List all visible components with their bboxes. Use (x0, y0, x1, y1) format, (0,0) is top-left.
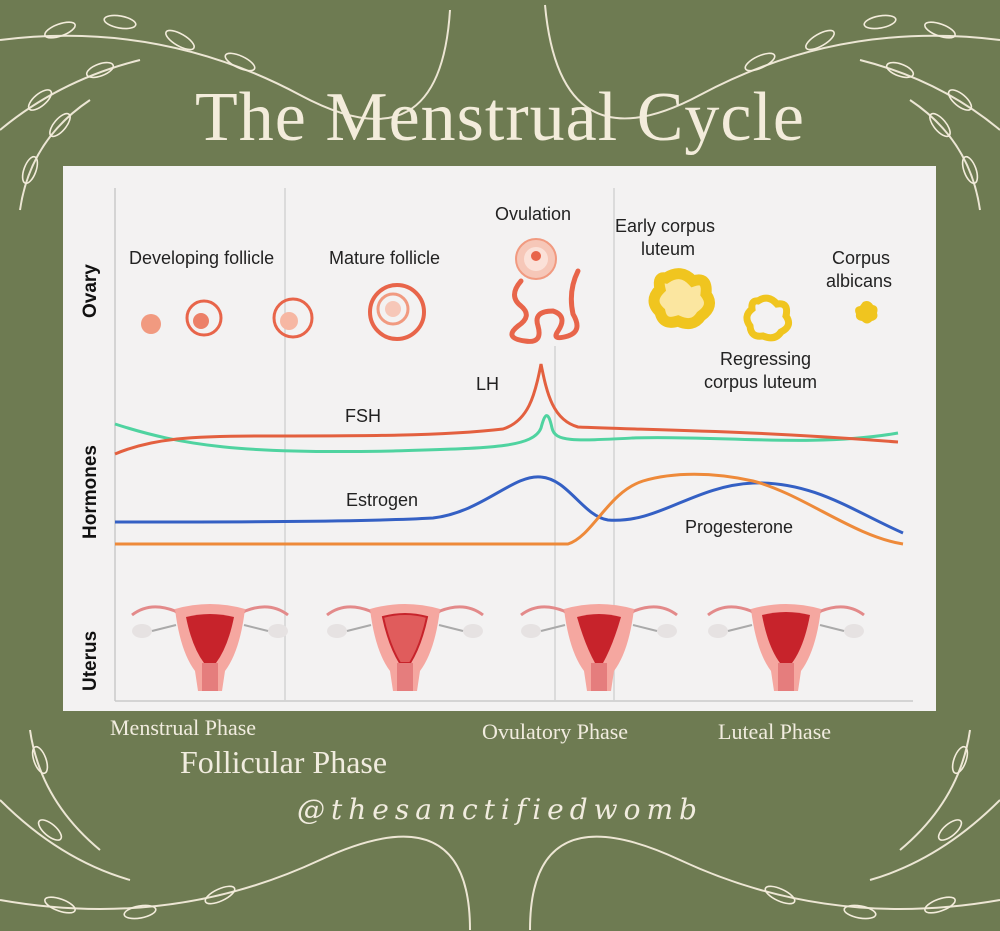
uterus-luteal (707, 604, 865, 691)
ovulation-label: Ovulation (495, 204, 571, 224)
uterus-sequence (131, 604, 865, 691)
vine-top-right (544, 4, 1000, 120)
vine-bottom-left (0, 835, 471, 931)
follicle-sequence (141, 283, 426, 341)
follicular-phase-label: Follicular Phase (180, 744, 388, 780)
lh-label: LH (476, 374, 499, 394)
page-title: The Menstrual Cycle (195, 79, 805, 156)
regressing-label-line2: corpus luteum (704, 372, 817, 392)
corpus-albicans-label-line2: albicans (826, 271, 892, 291)
corpus-albicans-label-line1: Corpus (832, 248, 890, 268)
ovary-row-label: Ovary (80, 264, 101, 318)
uterus-follicular (326, 604, 484, 691)
diagram-panel: Ovary Hormones Uterus Developing follicl… (63, 166, 936, 711)
early-corpus-label-line1: Early corpus (615, 216, 715, 236)
developing-follicle-label: Developing follicle (129, 248, 274, 268)
social-handle: @thesanctifiedwomb (297, 793, 703, 826)
uterus-menstrual (131, 604, 289, 691)
menstrual-phase-label: Menstrual Phase (110, 715, 257, 740)
uterus-ovulatory (520, 604, 678, 691)
regressing-corpus-luteum (743, 294, 793, 342)
ovulatory-phase-label: Ovulatory Phase (482, 719, 629, 744)
secondary-follicle (272, 297, 314, 339)
mature-follicle-label: Mature follicle (329, 248, 440, 268)
vine-bottom-right (529, 835, 1000, 931)
corpus-albicans (855, 301, 878, 324)
progesterone-label: Progesterone (685, 517, 793, 537)
growing-follicle (185, 299, 223, 337)
cycle-diagram: Ovary Hormones Uterus Developing follicl… (80, 188, 913, 702)
progesterone-curve (115, 472, 904, 546)
lh-curve (114, 363, 899, 456)
luteal-phase-label: Luteal Phase (718, 719, 832, 744)
fsh-curve (114, 414, 899, 454)
early-corpus-label-line2: luteum (641, 239, 695, 259)
primordial-follicle (141, 314, 161, 334)
ovulation-shape (509, 238, 581, 344)
fsh-label: FSH (345, 406, 381, 426)
uterus-row-label: Uterus (80, 631, 101, 691)
hormones-row-label: Hormones (80, 445, 101, 539)
estrogen-label: Estrogen (346, 490, 418, 510)
mature-follicle (368, 283, 426, 341)
estrogen-curve (114, 475, 904, 535)
regressing-label-line1: Regressing (720, 349, 811, 369)
early-corpus-luteum (648, 268, 715, 330)
vine-top-left (0, 9, 451, 120)
